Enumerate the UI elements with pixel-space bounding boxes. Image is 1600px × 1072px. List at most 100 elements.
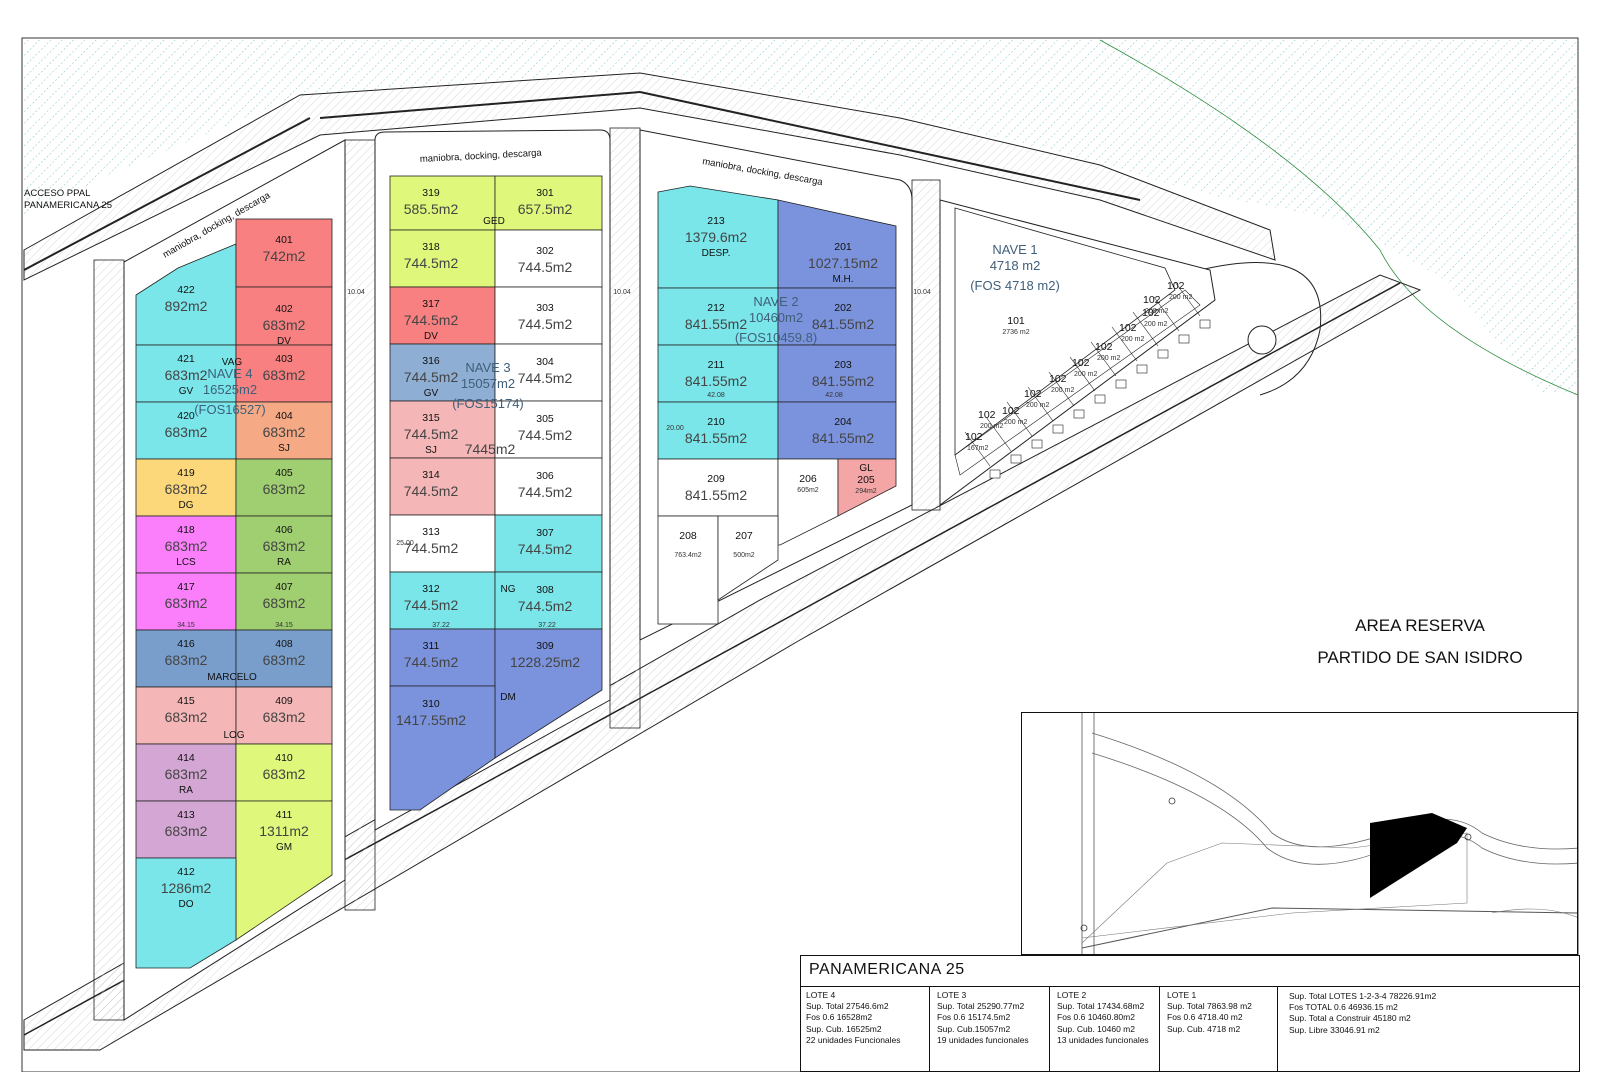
lot-416[interactable] (135, 629, 237, 688)
lot-101[interactable] (954, 207, 1176, 456)
reserve-line-1: AREA RESERVA (1355, 616, 1485, 635)
lot-304-number: 304 (536, 356, 554, 368)
lot-422-area: 892m2 (165, 298, 208, 314)
lot-319[interactable] (389, 175, 496, 231)
lot-303-number: 303 (536, 302, 554, 314)
lot-315-area: 744.5m2 (404, 426, 459, 442)
lot-410-number: 410 (275, 752, 293, 764)
lot-311-number: 311 (423, 640, 440, 652)
lot-411-owner: GM (276, 842, 292, 853)
lot-304[interactable] (494, 343, 603, 402)
lot-413-area: 683m2 (165, 823, 208, 839)
lot-306[interactable] (494, 457, 603, 516)
lot-210[interactable] (657, 401, 779, 460)
lote2-total: Sup. Total 17434.68m2 (1057, 1001, 1145, 1012)
lot-413[interactable] (135, 800, 237, 859)
label-dm: DM (500, 692, 516, 703)
lot-314[interactable] (389, 457, 496, 516)
unit-102-area: 200 m2 (1051, 387, 1074, 394)
lot-403[interactable] (235, 344, 333, 403)
lot-308[interactable] (494, 571, 603, 630)
lot-409[interactable] (235, 686, 333, 745)
lot-401[interactable] (235, 218, 333, 288)
lot-201-number: 201 (834, 241, 852, 253)
totals-fos: Fos TOTAL 0.6 46936.15 m2 (1289, 1002, 1398, 1013)
lot-310[interactable] (389, 685, 496, 811)
lot-210-number: 210 (707, 416, 725, 428)
lot-419[interactable] (135, 458, 237, 517)
label-ged: GED (483, 216, 505, 227)
lote2-fos: Fos 0.6 10460.80m2 (1057, 1012, 1135, 1023)
lot-204[interactable] (777, 401, 897, 460)
lot-419-area: 683m2 (165, 481, 208, 497)
lot-301[interactable] (494, 175, 603, 231)
label-vag: VAG (222, 357, 243, 368)
lot-418-number: 418 (177, 524, 195, 536)
lot-414-number: 414 (177, 752, 195, 764)
lot-316-owner: GV (424, 388, 439, 399)
lot-402[interactable] (235, 286, 333, 346)
lot-418-owner: LCS (176, 557, 196, 568)
lot-413-number: 413 (177, 809, 195, 821)
lot-407[interactable] (235, 572, 333, 631)
lot-420[interactable] (135, 401, 237, 460)
lot-213-owner: DESP. (702, 248, 731, 259)
lot-404[interactable] (235, 401, 333, 460)
lot-315[interactable] (389, 400, 496, 459)
lot-411-area: 1311m2 (259, 823, 309, 839)
upper-road (23, 72, 1276, 281)
lot-305[interactable] (494, 400, 603, 459)
lot-212[interactable] (657, 287, 779, 346)
parking-icon (1199, 319, 1211, 329)
lot-307[interactable] (494, 514, 603, 573)
lot-412-number: 412 (177, 866, 195, 878)
lot-406[interactable] (235, 515, 333, 574)
lot-416-area: 683m2 (165, 652, 208, 668)
lot-205[interactable] (837, 458, 897, 517)
lot-414[interactable] (135, 743, 237, 802)
lot-401-number: 401 (275, 234, 293, 246)
lot-417-number: 417 (177, 581, 195, 593)
parking-icon (1136, 364, 1148, 374)
lot-202-number: 202 (834, 302, 852, 314)
dimension-d9: 37.22 (538, 622, 556, 629)
lot-208-number: 208 (679, 530, 697, 542)
lot-203-area: 841.55m2 (812, 373, 874, 389)
lot-205-area: 294m2 (855, 488, 877, 495)
lot-405-number: 405 (275, 467, 293, 479)
reserve-line-2: PARTIDO DE SAN ISIDRO (1317, 648, 1523, 667)
lot-206-area: 605m2 (797, 487, 819, 494)
unit-102-number: 102 (1024, 388, 1042, 400)
lot-301-area: 657.5m2 (518, 201, 573, 217)
lot-207[interactable] (717, 515, 779, 601)
lot-203[interactable] (777, 344, 897, 403)
lot-412-owner: DO (179, 899, 194, 910)
unit-102-number: 102 (1167, 280, 1185, 292)
lot-405[interactable] (235, 458, 333, 517)
lot-417[interactable] (135, 572, 237, 631)
lote3-cub: Sup. Cub.15057m2 (937, 1023, 1011, 1034)
lot-204-area: 841.55m2 (812, 430, 874, 446)
lot-201-owner: M.H. (832, 274, 853, 285)
lot-306-number: 306 (536, 470, 554, 482)
lot-303[interactable] (494, 286, 603, 345)
lot-418[interactable] (135, 515, 237, 574)
table-lote-1: LOTE 1 Sup. Total 7863.98 m2 Fos 0.6 471… (1167, 990, 1252, 1035)
dimension-d11: 20.00 (666, 425, 684, 432)
lot-317[interactable] (389, 286, 496, 345)
lote2-name: LOTE 2 (1057, 990, 1087, 1000)
lot-202[interactable] (777, 287, 897, 346)
lot-415[interactable] (135, 686, 237, 745)
lot-412[interactable] (135, 857, 237, 969)
lot-205-owner: GL (859, 463, 873, 474)
lot-209[interactable] (657, 458, 779, 517)
lot-410[interactable] (235, 743, 333, 802)
lot-301-number: 301 (536, 187, 554, 199)
lote3-name: LOTE 3 (937, 990, 967, 1000)
lot-414-area: 683m2 (165, 766, 208, 782)
lot-206-number: 206 (799, 473, 817, 485)
lot-419-owner: DG (179, 500, 194, 511)
lot-213-number: 213 (707, 215, 725, 227)
lot-312[interactable] (389, 571, 496, 630)
lot-409-number: 409 (275, 695, 293, 707)
